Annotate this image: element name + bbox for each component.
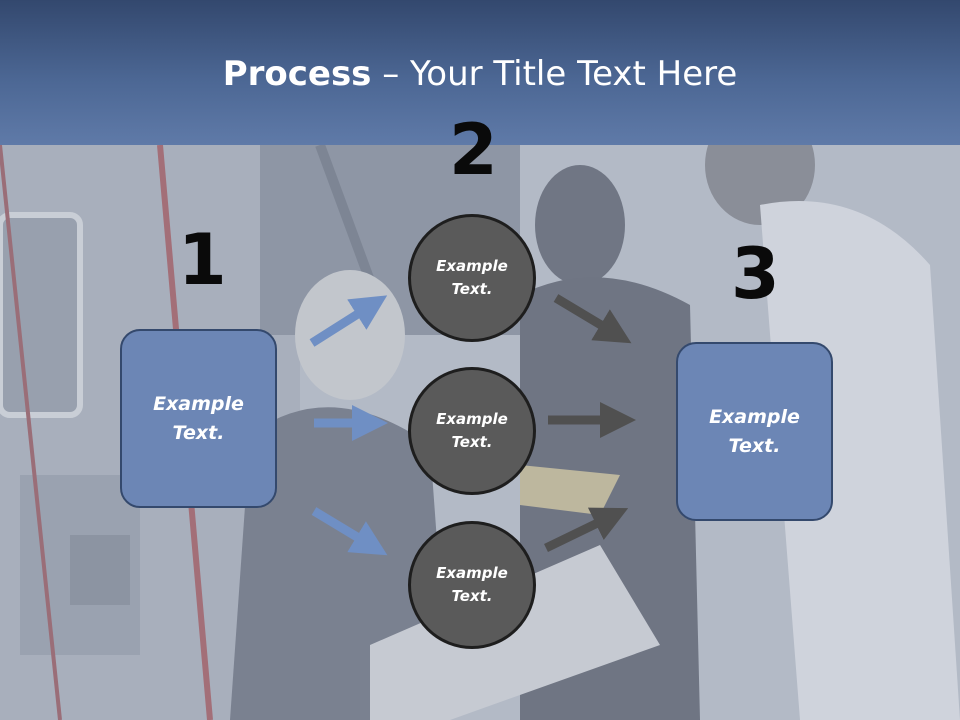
step-3-box-text: Example Text. (709, 405, 800, 457)
circle-bottom-text: Example Text. (436, 564, 508, 605)
title-bold-part: Process (222, 54, 372, 94)
step-2-circle-top: Example Text. (408, 214, 536, 342)
arrow-box1-to-circle-top (309, 295, 388, 347)
step-number-2: 2 (449, 109, 498, 191)
step-1-box: Example Text. (120, 329, 277, 508)
title-banner: Process – Your Title Text Here (0, 0, 960, 145)
arrow-circle-bottom-to-box3 (544, 507, 629, 553)
step-2-circle-bottom: Example Text. (408, 521, 536, 649)
circle-middle-text: Example Text. (436, 410, 508, 451)
arrow-circle-top-to-box3 (553, 294, 632, 344)
circle-top-text: Example Text. (436, 257, 508, 298)
title-rest-part: – Your Title Text Here (371, 54, 738, 94)
step-2-circle-middle: Example Text. (408, 367, 536, 495)
slide-title: Process – Your Title Text Here (0, 52, 960, 96)
step-1-box-text: Example Text. (153, 392, 244, 444)
arrow-box1-to-circle-bottom (311, 507, 388, 556)
step-number-1: 1 (178, 219, 227, 301)
step-number-3: 3 (731, 233, 780, 315)
step-3-box: Example Text. (676, 342, 833, 521)
